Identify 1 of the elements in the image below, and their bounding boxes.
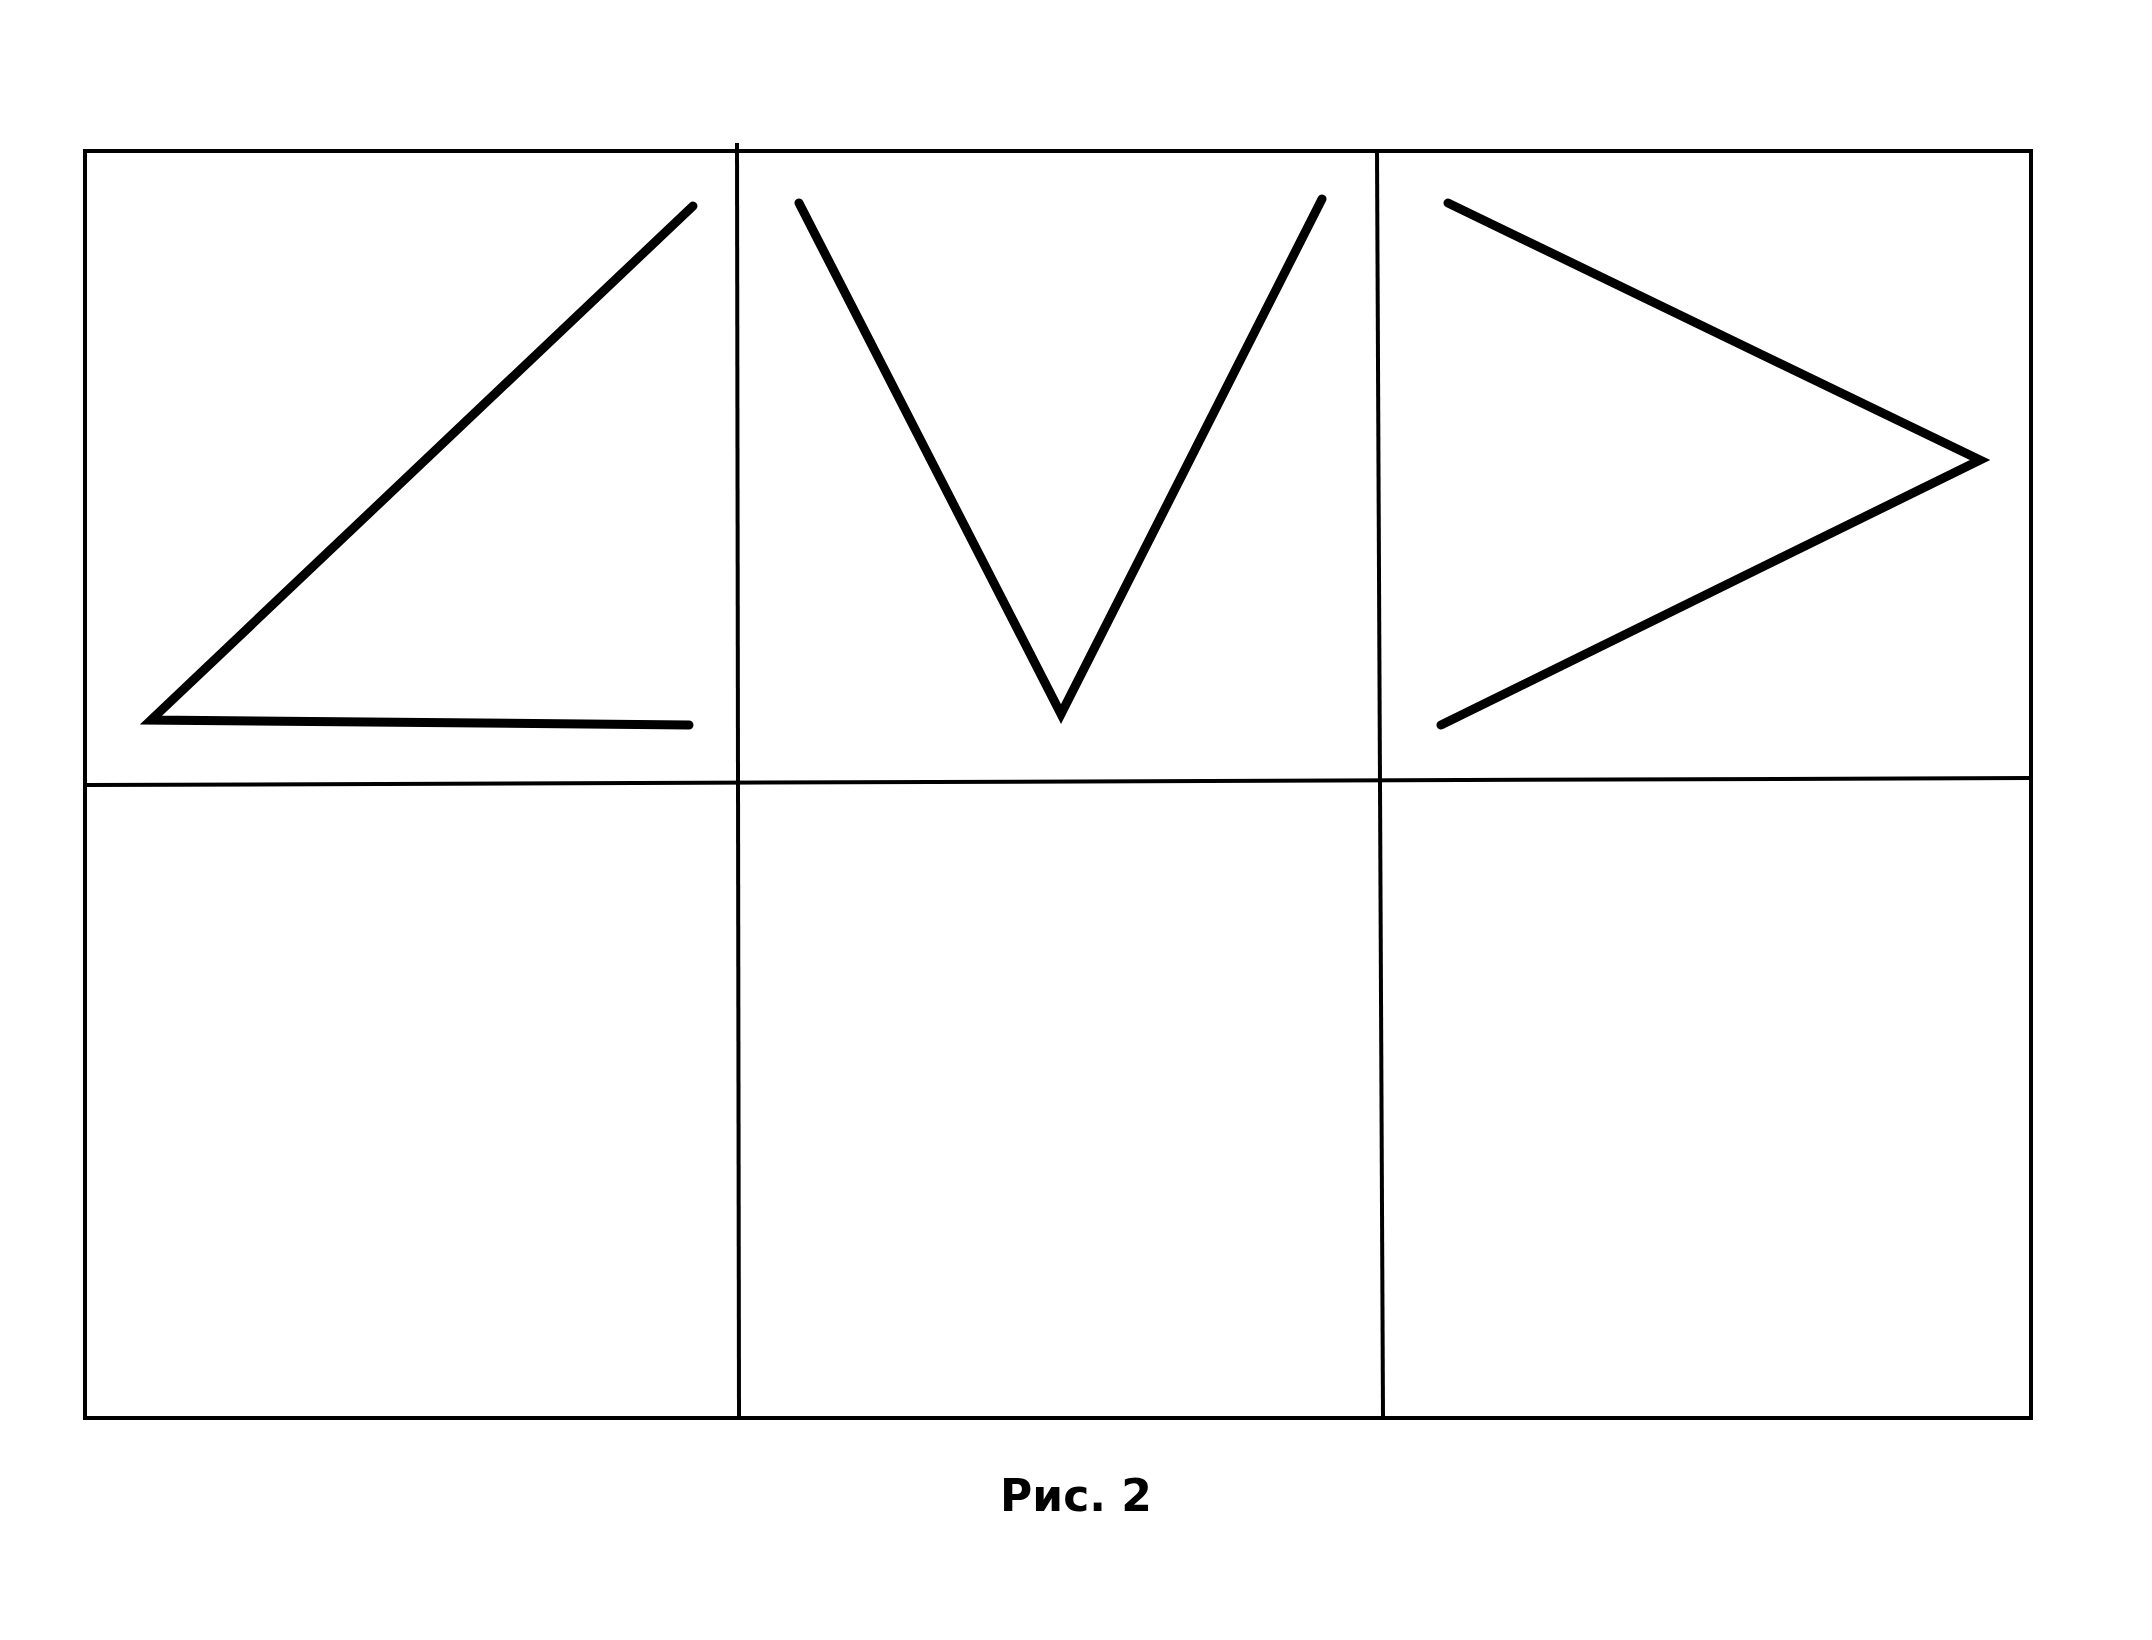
figure-caption: Рис. 2 [1000, 1470, 1152, 1521]
